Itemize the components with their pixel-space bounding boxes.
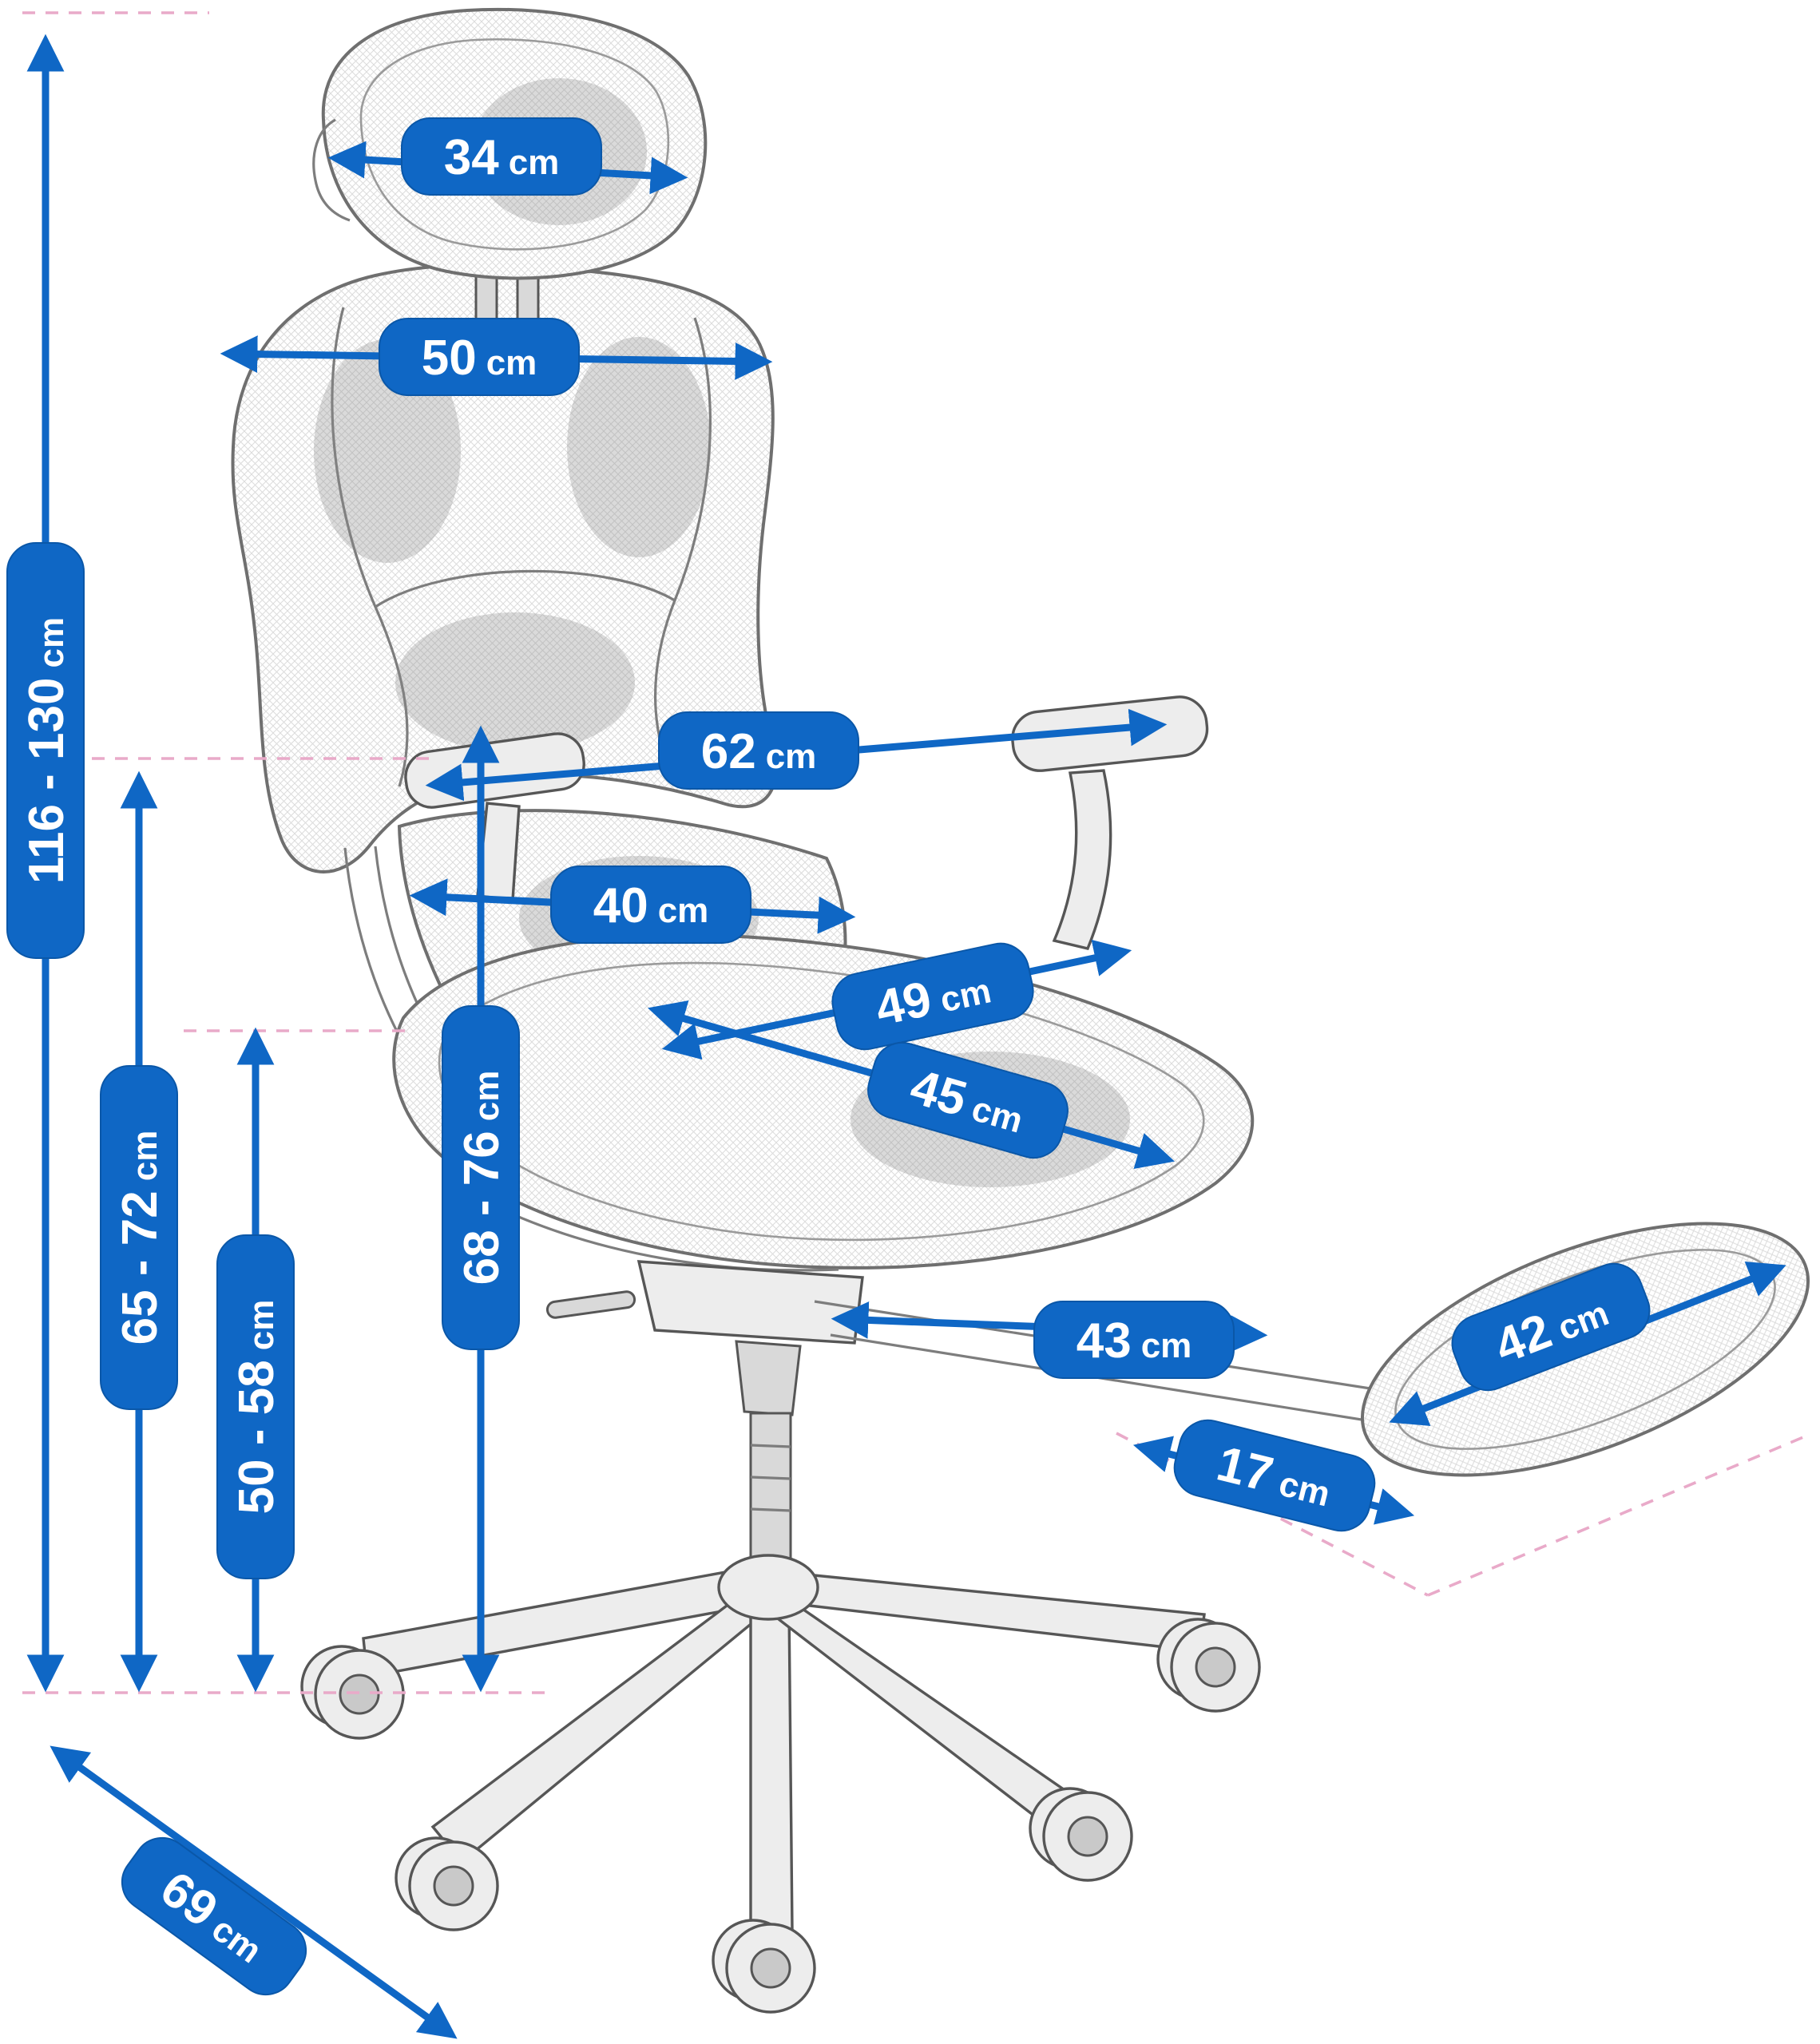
mechanism-box [636,1260,864,1345]
dim-badge [867,1041,1069,1159]
backrest-shade-bottom [395,612,635,753]
dim-backrest-height: 68 - 76cm [442,725,520,1693]
armrest-right-post [1052,769,1112,950]
dim-badge [658,711,859,790]
gas-lift-cone [735,1340,802,1416]
backrest-shade-right [567,337,711,557]
base-hub [717,1554,819,1621]
dim-base-depth: 69cm [50,1745,458,2039]
dim-badge [100,1065,178,1410]
dim-label: 65 - 72cm [113,1131,168,1345]
mechanism-sketch [510,1212,864,1575]
base-leg-3 [749,1603,794,1932]
backrest-frame-left [331,307,409,787]
caster-2 [395,1836,499,1931]
dim-label: 50 - 58cm [229,1300,284,1515]
dim-badge [1451,1262,1651,1392]
dim-badge [550,866,751,944]
gas-lift-column [749,1412,792,1575]
dim-badge [1173,1419,1376,1532]
dim-label: 116 - 130cm [19,617,74,884]
dim-footrest-length: 42cm [1389,1262,1786,1426]
dim-seat-height: 50 - 58cm [216,1027,295,1693]
dim-armrest-height: 65 - 72cm [100,770,178,1693]
gas-lift-rings [750,1444,791,1512]
caster-4 [1029,1787,1133,1882]
tilt-lever [545,1290,636,1319]
dim-label: 68 - 76cm [454,1071,510,1285]
dim-badge [6,542,85,959]
caster-1 [300,1645,405,1740]
dim-badge [442,1005,520,1350]
seat-bottom-edge [510,1212,839,1272]
dim-arrow [50,1745,458,2039]
dim-seat-depth: 45cm [648,1000,1175,1169]
backrest-frame-cross [375,569,676,608]
headrest-adjust-arm [312,118,351,222]
dim-badge [1033,1301,1235,1379]
dim-badge [216,1234,295,1579]
caster-5 [1156,1618,1261,1713]
base-leg-5 [787,1571,1206,1653]
base-sketch [300,1554,1261,2014]
dim-badge [401,117,602,196]
base-leg-4 [776,1596,1082,1837]
dim-badge [379,318,580,396]
dim-overall-height: 116 - 130cm [6,34,85,1693]
dim-footrest-width: 17cm [1132,1419,1415,1532]
dim-badge [121,1836,307,1996]
caster-3 [712,1919,816,2014]
